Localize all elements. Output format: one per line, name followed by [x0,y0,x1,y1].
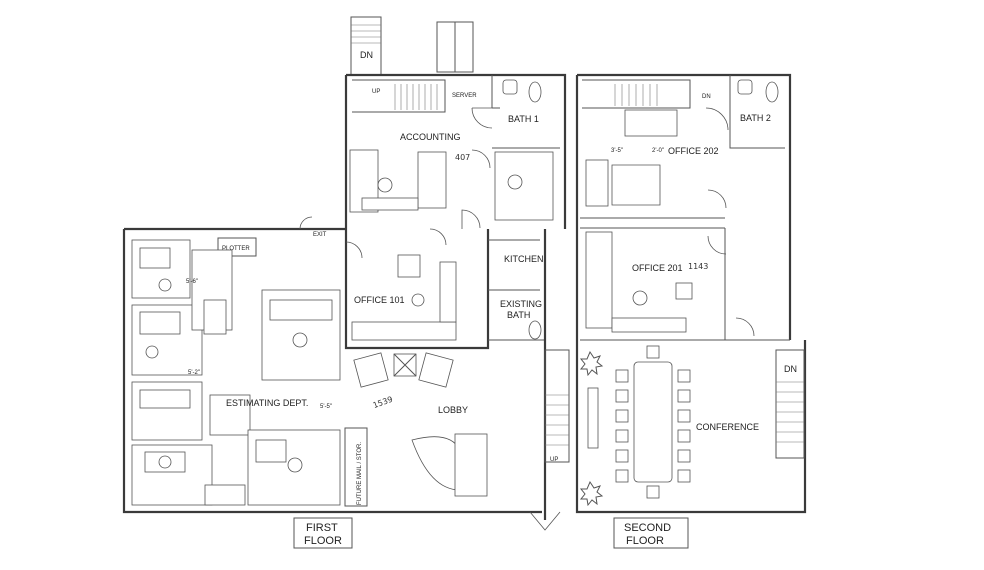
plotter-box [217,237,257,257]
upper-block-walls [344,73,567,229]
stair-up-label: UP [372,89,380,95]
estimating-cubicles [131,239,341,506]
chair-acct-2 [507,174,523,190]
future-mail-room [344,427,368,507]
existing-bath-label-2: BATH [507,310,530,320]
office202-label: OFFICE 202 [668,146,719,156]
stair-up-label-lower: UP [550,457,558,463]
dim-label-1: 5'-6" [186,279,198,285]
desk-acct-2 [417,151,447,209]
server-label: SERVER [452,93,477,99]
plotter-label: PLOTTER [222,246,250,252]
stair-dn-label-conf: DN [784,364,797,374]
desk-acct-3 [494,151,554,221]
dim-label-2: 5'-2" [188,370,200,376]
office101-label: OFFICE 101 [354,295,405,305]
first-floor-label-1: FIRST [306,522,338,534]
conference-stair [775,349,805,459]
plant-1 [579,350,604,377]
existing-bath-label-1: EXISTING [500,299,542,309]
lobby-label: LOBBY [438,405,468,415]
dim-label-3: 5'-5" [320,404,332,410]
plant-2 [579,480,604,507]
bath1-label: BATH 1 [508,114,539,124]
stair-dn-label-top: DN [360,50,373,60]
second-floor-walls [575,73,807,514]
second-floor-label-2: FLOOR [626,535,664,547]
desk-office202-top [624,109,678,137]
bath2-label: BATH 2 [740,113,771,123]
conference-table-group [587,345,691,499]
chair-acct-1 [377,177,393,193]
first-floor: DN UP SERVER BATH 1 ACCOUNTING 407 EXIT [122,16,570,549]
second-floor: DN BATH 2 OFFICE 202 3'-5" 2'-0" OFFICE … [575,73,807,549]
lower-stair [544,349,570,463]
second-floor-label-1: SECOND [624,522,671,534]
desk-office101 [351,321,457,341]
first-floor-walls [122,227,542,514]
conference-table [633,361,673,483]
estimating-label: ESTIMATING DEPT. [226,398,308,408]
first-floor-label-box [293,517,353,549]
annotation-407: 407 [455,153,470,162]
desk-office201 [585,231,613,329]
second-floor-label-box [613,517,689,549]
kitchen-label: KITCHEN [504,254,544,264]
stair-dn-label-second: DN [702,94,711,100]
dim-label-4: 3'-5" [611,148,623,154]
top-stair [350,16,382,76]
exit-label: EXIT [313,232,327,238]
conference-label: CONFERENCE [696,422,759,432]
dim-label-5: 2'-0" [652,148,664,154]
reception-desk [411,436,461,491]
annotation-1539: 1539 [372,395,394,410]
first-floor-label-2: FLOOR [304,535,342,547]
accounting-label: ACCOUNTING [400,132,461,142]
annotation-1143: 1143 [688,262,708,271]
office201-label: OFFICE 201 [632,263,683,273]
future-mail-label: FUTURE MAIL / STOR. [357,442,363,505]
